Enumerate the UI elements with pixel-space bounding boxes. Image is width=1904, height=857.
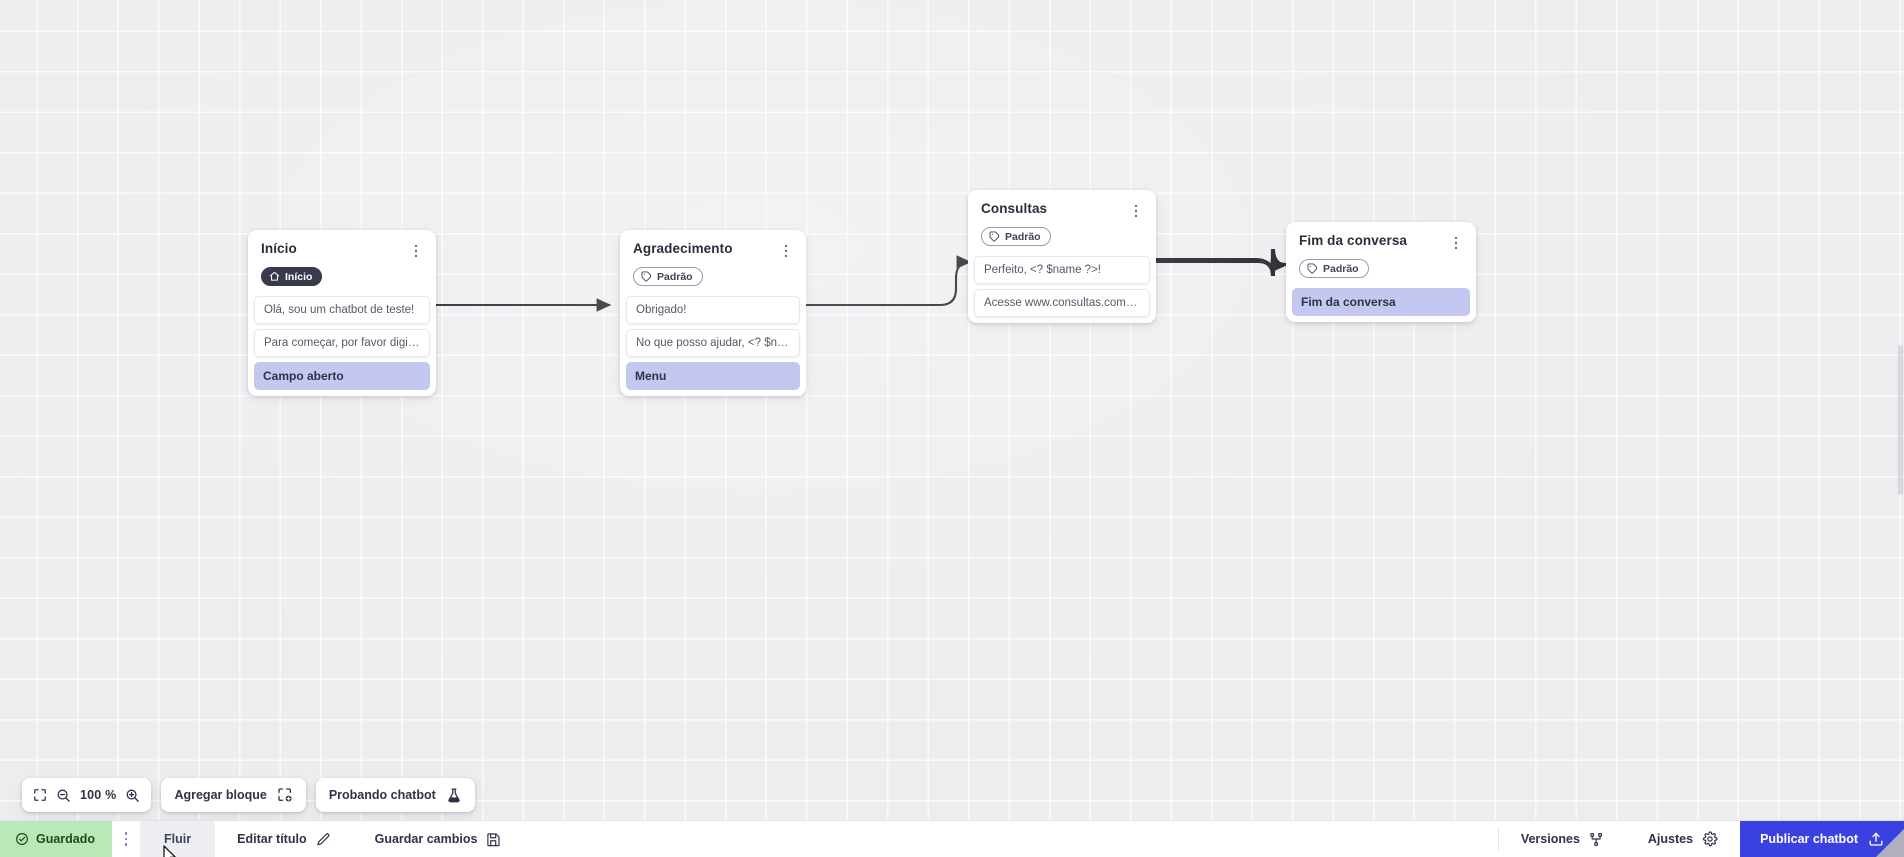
node-badge-padrao[interactable]: Padrão	[633, 267, 703, 286]
edge-agradecimento-consultas	[805, 255, 972, 307]
edit-title-button[interactable]: Editar título	[215, 821, 352, 857]
zoom-level-label: 100 %	[80, 788, 117, 802]
upload-icon	[1868, 831, 1884, 847]
versions-button[interactable]: Versiones	[1499, 821, 1626, 857]
node-message[interactable]: Perfeito, <? $name ?>!	[974, 256, 1150, 284]
flow-node-consultas[interactable]: Consultas Padrão Perfeito, <? $name ?>! …	[968, 190, 1156, 323]
window-resize-grip[interactable]	[1874, 827, 1904, 857]
zoom-controls: 100 %	[22, 778, 152, 812]
flow-connectors	[436, 248, 1289, 312]
node-message[interactable]: Olá, sou um chatbot de teste!	[254, 296, 430, 324]
node-badge-label: Padrão	[1005, 230, 1041, 243]
node-header: Consultas	[968, 190, 1156, 220]
canvas-vertical-scrollbar[interactable]	[1897, 0, 1904, 820]
save-changes-button[interactable]: Guardar cambios	[353, 821, 524, 857]
node-header: Fim da conversa	[1286, 222, 1476, 252]
tag-icon	[989, 231, 1000, 242]
node-menu-button[interactable]	[1448, 234, 1464, 252]
tag-icon	[1307, 263, 1318, 274]
node-title: Fim da conversa	[1299, 233, 1408, 248]
check-circle-icon	[15, 832, 29, 846]
node-body: Obrigado! No que posso ajudar, <? $name …	[620, 296, 806, 390]
tab-fluir[interactable]: Fluir	[140, 821, 216, 857]
node-message[interactable]: Obrigado!	[626, 296, 800, 324]
status-bar-divider	[1497, 828, 1499, 850]
canvas-toolbar: 100 % Agregar bloque	[22, 778, 475, 812]
node-badge-row: Padrão	[1286, 252, 1476, 288]
edge-consultas-fim	[1155, 248, 1287, 277]
test-chatbot-label: Probando chatbot	[328, 788, 436, 802]
add-block-label: Agregar bloque	[174, 788, 267, 802]
flow-node-inicio[interactable]: Início Início Olá, sou um chatbot de tes…	[248, 230, 436, 396]
saved-label: Guardado	[36, 832, 96, 846]
node-menu-button[interactable]	[778, 242, 794, 260]
settings-label: Ajustes	[1647, 832, 1694, 846]
node-chip[interactable]: Menu	[626, 362, 800, 390]
zoom-in-icon[interactable]	[125, 788, 140, 803]
add-block-icon	[277, 787, 293, 803]
tab-fluir-label: Fluir	[164, 832, 192, 846]
node-badge-row: Padrão	[968, 220, 1156, 256]
home-icon	[269, 271, 280, 281]
flow-node-agradecimento[interactable]: Agradecimento Padrão Obrigado! No que po…	[620, 230, 806, 396]
node-title: Consultas	[981, 201, 1048, 216]
flow-canvas[interactable]: Início Início Olá, sou um chatbot de tes…	[0, 0, 1904, 820]
settings-button[interactable]: Ajustes	[1626, 821, 1740, 857]
node-message[interactable]: No que posso ajudar, <? $name ...	[626, 329, 800, 357]
tag-icon	[641, 271, 652, 282]
floppy-disk-icon	[486, 832, 501, 847]
status-bar-spacer	[523, 821, 1497, 857]
canvas-scrollbar-thumb[interactable]	[1898, 345, 1903, 495]
node-chip[interactable]: Campo aberto	[254, 362, 430, 390]
node-badge-padrao[interactable]: Padrão	[981, 227, 1051, 246]
saved-status-badge: Guardado	[0, 821, 113, 857]
node-badge-row: Padrão	[620, 260, 806, 296]
edit-title-label: Editar título	[237, 832, 307, 846]
status-bar-menu-button[interactable]	[112, 821, 140, 857]
node-badge-label: Início	[285, 270, 313, 283]
pencil-icon	[316, 832, 331, 847]
node-title: Início	[261, 241, 297, 256]
node-chip[interactable]: Fim da conversa	[1292, 288, 1470, 316]
node-badge-label: Padrão	[657, 270, 693, 283]
node-message[interactable]: Para começar, por favor digite o ...	[254, 329, 430, 357]
node-badge-row: Início	[248, 260, 436, 296]
edge-consultas-fim-visible	[1155, 248, 1289, 277]
flask-icon	[446, 787, 462, 804]
node-message[interactable]: Acesse www.consultas.com par...	[974, 289, 1150, 317]
publish-chatbot-button[interactable]: Publicar chatbot	[1740, 821, 1904, 857]
save-changes-label: Guardar cambios	[374, 832, 478, 846]
node-header: Início	[248, 230, 436, 260]
node-body: Fim da conversa	[1286, 288, 1476, 316]
node-badge-padrao[interactable]: Padrão	[1299, 259, 1369, 278]
node-menu-button[interactable]	[408, 242, 424, 260]
flow-node-fim-da-conversa[interactable]: Fim da conversa Padrão Fim da conversa	[1286, 222, 1476, 322]
gear-icon	[1702, 831, 1718, 847]
add-block-button[interactable]: Agregar bloque	[161, 778, 306, 812]
edge-consultas-fim-arrow	[1155, 249, 1286, 276]
versions-label: Versiones	[1520, 832, 1580, 846]
fit-screen-icon[interactable]	[33, 788, 47, 802]
node-body: Olá, sou um chatbot de teste! Para começ…	[248, 296, 436, 390]
test-chatbot-button[interactable]: Probando chatbot	[315, 778, 475, 812]
branch-icon	[1589, 832, 1604, 847]
node-title: Agradecimento	[633, 241, 733, 256]
node-header: Agradecimento	[620, 230, 806, 260]
node-menu-button[interactable]	[1128, 202, 1144, 220]
zoom-out-icon[interactable]	[56, 788, 71, 803]
status-bar: Guardado Fluir Editar título Guardar cam…	[0, 820, 1904, 857]
node-badge-label: Padrão	[1323, 262, 1359, 275]
node-badge-inicio[interactable]: Início	[261, 267, 323, 286]
node-body: Perfeito, <? $name ?>! Acesse www.consul…	[968, 256, 1156, 317]
publish-label: Publicar chatbot	[1760, 832, 1858, 846]
